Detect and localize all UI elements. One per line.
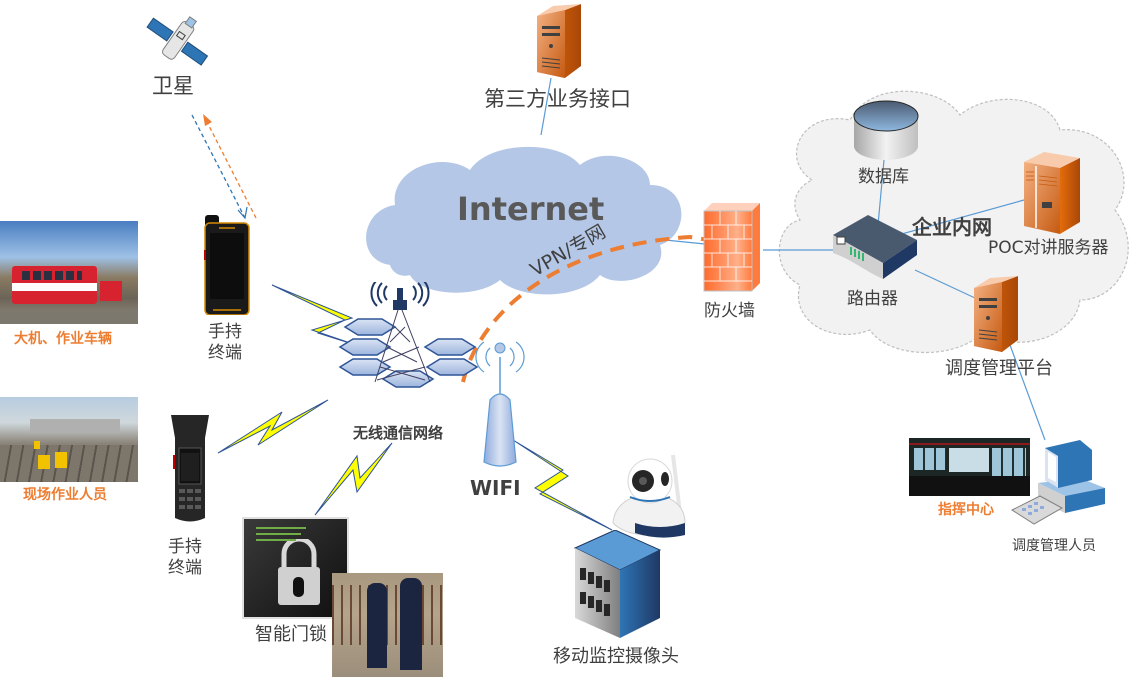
building-icon — [573, 530, 662, 638]
dispatch-staff-label: 调度管理人员 — [1012, 538, 1096, 554]
cell-tower-icon — [338, 282, 479, 388]
handheld-1-label-line1: 手持 — [208, 322, 242, 342]
router-label: 路由器 — [847, 289, 898, 309]
satellite-label: 卫星 — [152, 74, 194, 98]
bolt-handheld2-network — [217, 399, 329, 454]
poc-server-label: POC对讲服务器 — [988, 238, 1109, 258]
link-router-database — [877, 159, 885, 226]
link-router-dispatch — [914, 269, 976, 299]
internet-label: Internet — [457, 190, 605, 228]
handheld-2-label: 手持 终端 — [168, 537, 202, 580]
field-staff-photo — [0, 397, 138, 482]
poc-server-icon — [1024, 152, 1080, 234]
rugged-terminal-icon — [171, 415, 209, 522]
smart-lock-photo — [242, 517, 349, 619]
firewall-icon — [703, 203, 760, 292]
handheld-2-label-line2: 终端 — [168, 558, 202, 579]
vpn-link — [461, 234, 741, 383]
satellite-uplink — [205, 119, 257, 219]
intranet-label: 企业内网 — [912, 215, 992, 239]
wifi-label: WIFI — [470, 476, 521, 500]
computer-icon — [1010, 440, 1105, 525]
link-dispatch-staff — [1009, 344, 1046, 441]
vehicles-photo — [0, 221, 138, 324]
satellite-downlink — [191, 114, 246, 219]
router-icon — [833, 215, 917, 279]
ip-camera-icon — [612, 454, 686, 538]
lightning-bolts — [217, 284, 613, 531]
bolt-wifi-camera — [512, 439, 613, 531]
bolt-lock-network — [314, 442, 393, 516]
command-center-photo — [909, 438, 1030, 496]
database-icon — [853, 100, 919, 160]
dispatch-platform-label: 调度管理平台 — [945, 358, 1053, 379]
server-icon — [537, 4, 581, 78]
handheld-1-label: 手持 终端 — [208, 322, 242, 365]
security-staff-photo — [332, 573, 443, 677]
camera-label: 移动监控摄像头 — [553, 646, 679, 667]
handheld-terminal-icon — [204, 215, 250, 315]
vehicles-label: 大机、作业车辆 — [14, 331, 112, 347]
link-third-party-internet — [540, 77, 552, 136]
field-staff-label: 现场作业人员 — [23, 487, 107, 503]
smart-lock-label: 智能门锁 — [255, 624, 327, 645]
wifi-ap-icon — [475, 341, 525, 467]
dispatch-server-icon — [974, 276, 1018, 352]
handheld-2-label-line1: 手持 — [168, 537, 202, 557]
wireless-network-label: 无线通信网络 — [353, 424, 444, 442]
internet-cloud — [366, 146, 682, 295]
command-center-label: 指挥中心 — [938, 502, 994, 518]
satellite-icon — [146, 16, 209, 66]
handheld-1-label-line2: 终端 — [208, 343, 242, 364]
third-party-label: 第三方业务接口 — [484, 87, 631, 111]
link-router-poc — [879, 199, 1025, 241]
firewall-label: 防火墙 — [704, 301, 755, 321]
database-label: 数据库 — [858, 167, 909, 187]
